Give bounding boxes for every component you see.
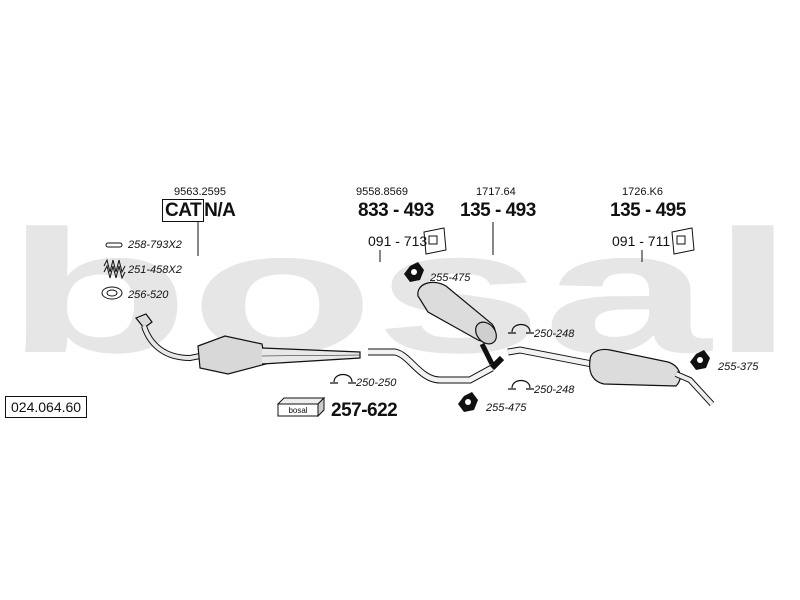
ref-label: 1717.64 — [476, 186, 516, 198]
mid-pipe — [368, 348, 505, 384]
cat-code: N/A — [204, 200, 236, 221]
ref-label: 9558.8569 — [356, 186, 408, 198]
part-label: 258-793X2 — [128, 239, 182, 251]
mounting-kit-box-icon: bosal — [276, 396, 326, 418]
sub-code: 091 - 711 — [612, 233, 671, 249]
part-label: 255-375 — [718, 361, 759, 373]
gasket-screws-icon — [105, 242, 123, 248]
ring-gasket-icon — [101, 286, 123, 300]
ref-label: 1726.K6 — [622, 186, 663, 198]
part-code: 135 - 493 — [460, 200, 536, 221]
bracket-icon-135-495 — [671, 227, 695, 255]
ref-label: 9563.2595 — [174, 186, 226, 198]
part-label: 256-520 — [128, 289, 169, 301]
sub-code: 091 - 713 — [368, 233, 428, 249]
part-code: 833 - 493 — [358, 200, 434, 221]
part-label: 250-248 — [534, 328, 575, 340]
cat-box: CAT — [162, 199, 205, 222]
part-code: 135 - 495 — [610, 200, 686, 221]
mounting-kit-code: 257-622 — [331, 400, 398, 421]
part-label: 251-458X2 — [128, 264, 182, 276]
catalog-number: 024.064.60 — [5, 396, 88, 418]
rubber-hanger-icon — [404, 262, 710, 412]
part-label: 250-250 — [356, 377, 397, 389]
part-label: 255-475 — [486, 402, 527, 414]
leader-lines — [197, 222, 643, 262]
part-label: 250-248 — [534, 384, 575, 396]
spring-icon — [103, 258, 126, 280]
clamp-icon — [330, 323, 534, 390]
part-label: 255-475 — [430, 272, 471, 284]
bracket-icon-833 — [423, 227, 447, 255]
catalytic-converter-assembly — [135, 313, 361, 375]
middle-silencer — [417, 281, 497, 366]
svg-text:bosal: bosal — [288, 406, 307, 415]
rear-silencer-assembly — [507, 346, 715, 407]
